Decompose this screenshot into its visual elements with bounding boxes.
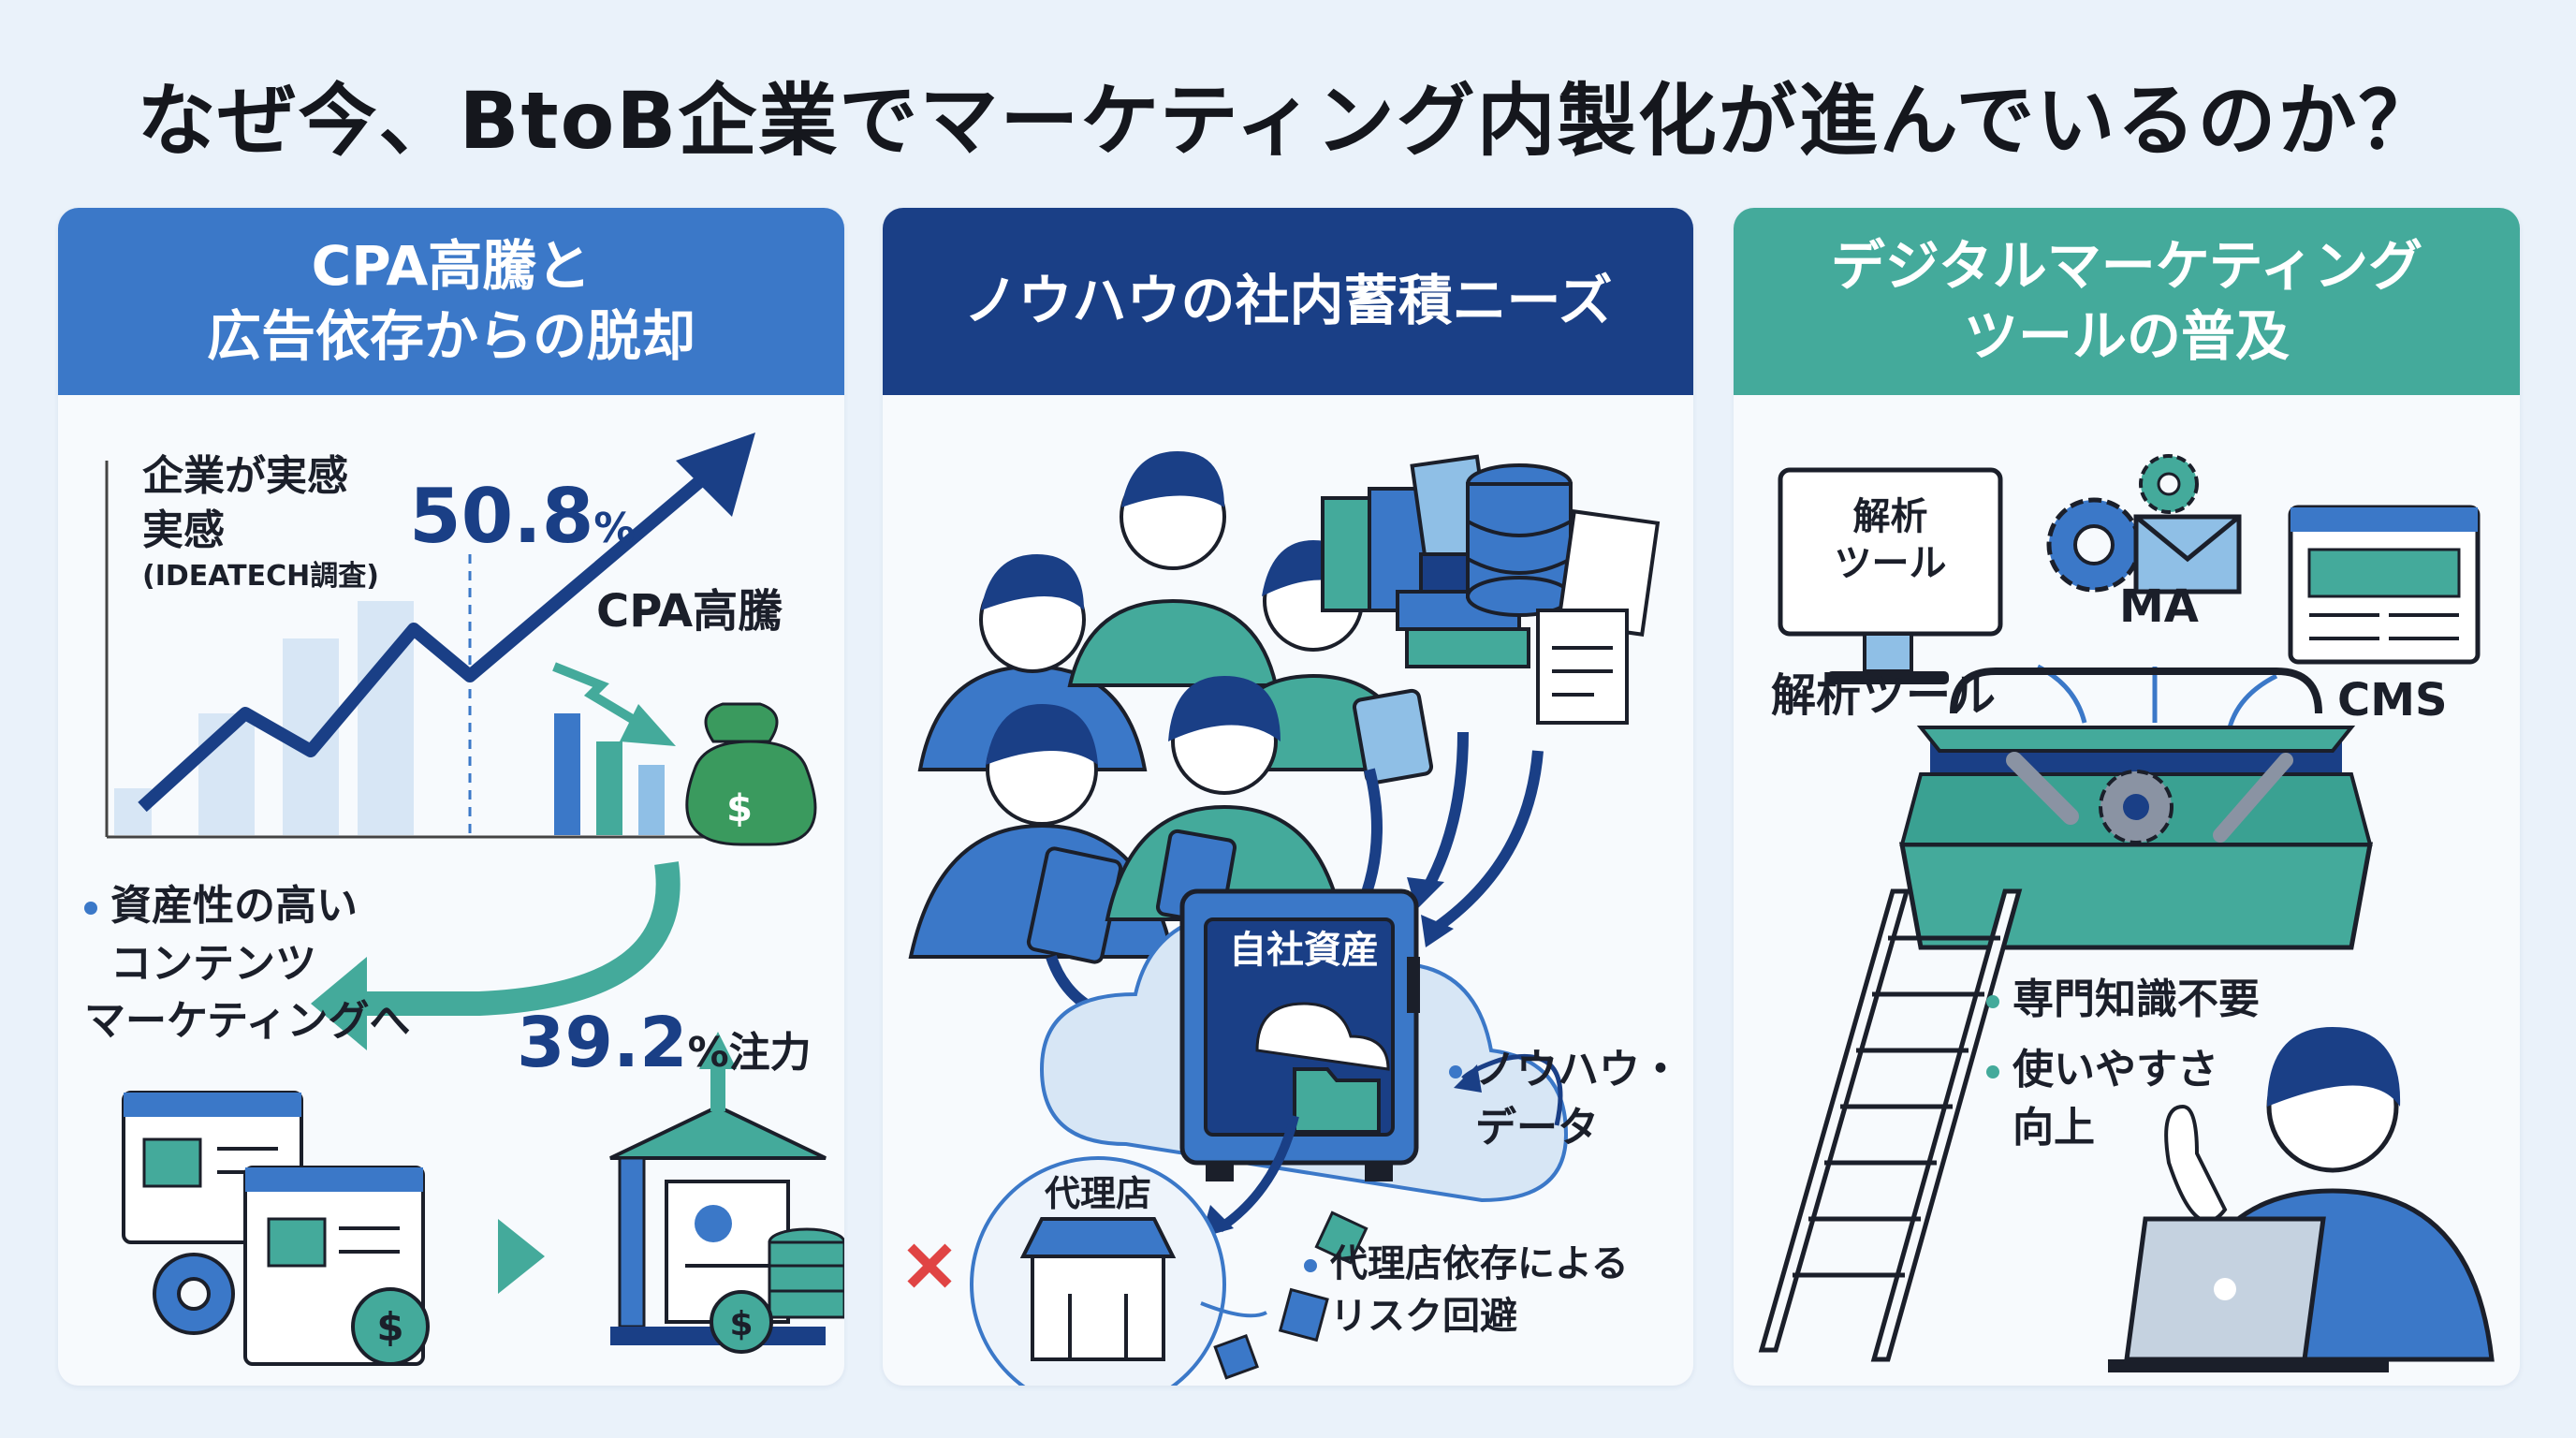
no-expertise-text: 専門知識不要 [2012, 976, 2260, 1023]
knowhow-bullet: ノウハウ・ データ [1449, 1041, 1681, 1156]
right-arrow [498, 1219, 545, 1294]
cross-mark-icon [907, 1243, 952, 1288]
stat-50-value: 50.8 [409, 473, 594, 560]
gear-icon [153, 1253, 235, 1335]
panel-tools-heading: デジタルマーケティング ツールの普及 [1734, 208, 2520, 395]
trend-chart [105, 433, 788, 839]
svg-text:$: $ [729, 1305, 753, 1343]
ma-label: MA [2119, 580, 2199, 633]
panel-knowhow-body: 自社資産 代理店 ノウハウ・ データ 代理店依存による リスク回避 [883, 395, 1693, 1386]
ladder-icon [1758, 888, 2023, 1362]
curve-arrow [367, 861, 681, 1016]
panel-knowhow-heading: ノウハウの社内蓄積ニーズ [883, 208, 1693, 395]
panel-cpa-body: $ $ [58, 395, 844, 1386]
bullet-dot [1304, 1259, 1317, 1272]
usability-bullet: 使いやすさ 向上 [1986, 1041, 2218, 1156]
stat-50-unit: % [593, 505, 636, 552]
svg-text:$: $ [376, 1304, 403, 1350]
chart-label-line2: 実感 [142, 506, 225, 555]
panel-cpa-heading-line2: 広告依存からの脱却 [206, 304, 695, 368]
trend-arrow-head [676, 433, 755, 517]
content-bullet-line2: コンテンツ [110, 939, 316, 988]
panel-knowhow: ノウハウの社内蓄積ニーズ [883, 208, 1693, 1386]
svg-text:$: $ [726, 787, 753, 830]
panel-knowhow-heading-line1: ノウハウの社内蓄積ニーズ [963, 269, 1613, 333]
panel-cpa-heading: CPA高騰と 広告依存からの脱却 [58, 208, 844, 395]
panel-tools: デジタルマーケティング ツールの普及 [1734, 208, 2520, 1386]
bullet-dot [84, 902, 97, 915]
chart-label: 企業が実感 実感 (IDEATECH調査) [142, 449, 379, 595]
source-note: (IDEATECH調査) [142, 560, 379, 594]
risk-bullet-line1: 代理店依存による [1330, 1242, 1629, 1285]
safe-label: 自社資産 [1229, 929, 1379, 972]
document-icon [1536, 509, 1661, 725]
trend-arrow-line [138, 464, 718, 813]
monitor-label-line2: ツール [1834, 542, 1947, 585]
usability-line2: 向上 [2012, 1103, 2095, 1152]
knowhow-bullet-line1: ノウハウ・ [1475, 1046, 1681, 1093]
content-bullet-line3: マーケティングへ [84, 997, 411, 1046]
stat-39-unit: %注力 [687, 1029, 812, 1077]
panel-tools-heading-line2: ツールの普及 [1963, 304, 2290, 368]
monitor-icon [1778, 467, 2003, 684]
panel-tools-heading-line1: デジタルマーケティング [1830, 233, 2423, 298]
panel-tools-body: 解析 ツール 解析ツール MA CMS 専門知識不要 使いやすさ 向上 [1734, 395, 2520, 1386]
bullet-dot [1449, 1065, 1462, 1078]
monitor-label: 解析 ツール [1785, 493, 1996, 587]
team-people-icon [908, 451, 1434, 964]
no-expertise-bullet: 専門知識不要 [1986, 971, 2260, 1029]
stat-50: 50.8% [409, 479, 635, 554]
database-icon [1466, 463, 1573, 617]
bank-building-icon [609, 1032, 827, 1345]
knowhow-bullet-line2: データ [1475, 1103, 1599, 1152]
dollar-coin-icon: $ [351, 1287, 430, 1366]
toolbox-icon [1899, 668, 2373, 950]
page-title: なぜ今、BtoB企業でマーケティング内製化が進んでいるのか？ [137, 75, 2439, 167]
usability-line1: 使いやすさ [2012, 1046, 2218, 1093]
browser-window-icon [2288, 505, 2481, 665]
stat-39: 39.2%注力 [517, 1008, 812, 1078]
risk-bullet: 代理店依存による リスク回避 [1304, 1238, 1629, 1343]
bullet-dot [1986, 995, 1999, 1008]
panel-cpa-heading-line1: CPA高騰と [311, 233, 592, 298]
content-bullet: 資産性の高い コンテンツ マーケティングへ [84, 877, 410, 1050]
analysis-tool-label: 解析ツール [1771, 669, 1997, 722]
monitor-label-line1: 解析 [1852, 495, 1928, 538]
envelope-icon [2133, 514, 2242, 594]
agency-label: 代理店 [1044, 1173, 1151, 1214]
stat-39-value: 39.2 [517, 1003, 688, 1083]
money-bag-icon: $ [685, 702, 817, 846]
bullet-dot [1986, 1065, 1999, 1078]
shop-icon [1019, 1217, 1177, 1361]
coin-stack-icon: $ [710, 1227, 844, 1354]
cpa-label: CPA高騰 [596, 585, 783, 638]
person-laptop-icon [2108, 1027, 2495, 1372]
chart-label-line1: 企業が実感 [142, 452, 348, 500]
risk-bullet-line2: リスク回避 [1330, 1295, 1517, 1338]
cms-label: CMS [2337, 674, 2448, 726]
folder-icon [1293, 1067, 1381, 1134]
panel-cpa: CPA高騰と 広告依存からの脱却 [58, 208, 844, 1386]
wrench-icon [2006, 752, 2293, 843]
content-bullet-line1: 資産性の高い [110, 882, 358, 930]
